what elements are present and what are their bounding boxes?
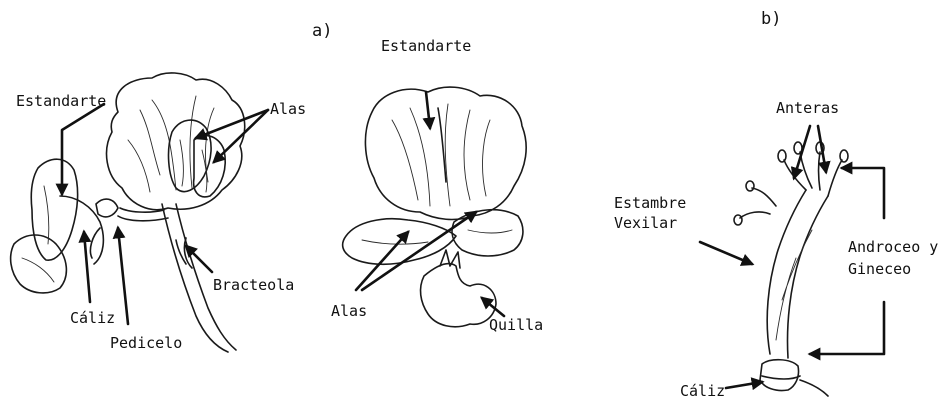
arrow-estandarte-left [62, 104, 104, 194]
panel-label-b: b) [761, 9, 781, 29]
label-bracteola: Bracteola [213, 276, 294, 294]
label-androceo-line1: Androceo y [848, 238, 938, 256]
arrow-estambre-vexilar [700, 242, 752, 264]
arrow-caliz-right [726, 382, 762, 388]
label-quilla: Quilla [489, 316, 543, 334]
label-estandarte-left: Estandarte [16, 92, 106, 110]
label-estandarte-center: Estandarte [381, 37, 471, 55]
label-alas-left: Alas [270, 100, 306, 118]
dissected-petals-drawing [343, 87, 527, 327]
panel-label-a: a) [312, 21, 332, 41]
label-androceo-line2: Gineceo [848, 260, 911, 278]
arrow-androceo-bottom [810, 302, 884, 354]
label-estambre-line2: Vexilar [614, 214, 677, 232]
arrow-caliz-left [84, 232, 90, 302]
arrow-estandarte-center [426, 92, 430, 128]
arrow-anteras-1 [794, 126, 810, 178]
label-pedicelo: Pedicelo [110, 334, 182, 352]
label-alas-center: Alas [331, 302, 367, 320]
arrow-androceo-top [842, 168, 884, 218]
arrow-alas-left-1 [196, 110, 268, 138]
arrow-pedicelo [118, 228, 128, 324]
label-caliz-right: Cáliz [680, 382, 725, 400]
arrow-bracteola [186, 246, 212, 272]
label-estambre-line1: Estambre [614, 194, 686, 212]
label-caliz-left: Cáliz [70, 309, 115, 327]
androecium-drawing [734, 142, 848, 396]
label-anteras: Anteras [776, 99, 839, 117]
